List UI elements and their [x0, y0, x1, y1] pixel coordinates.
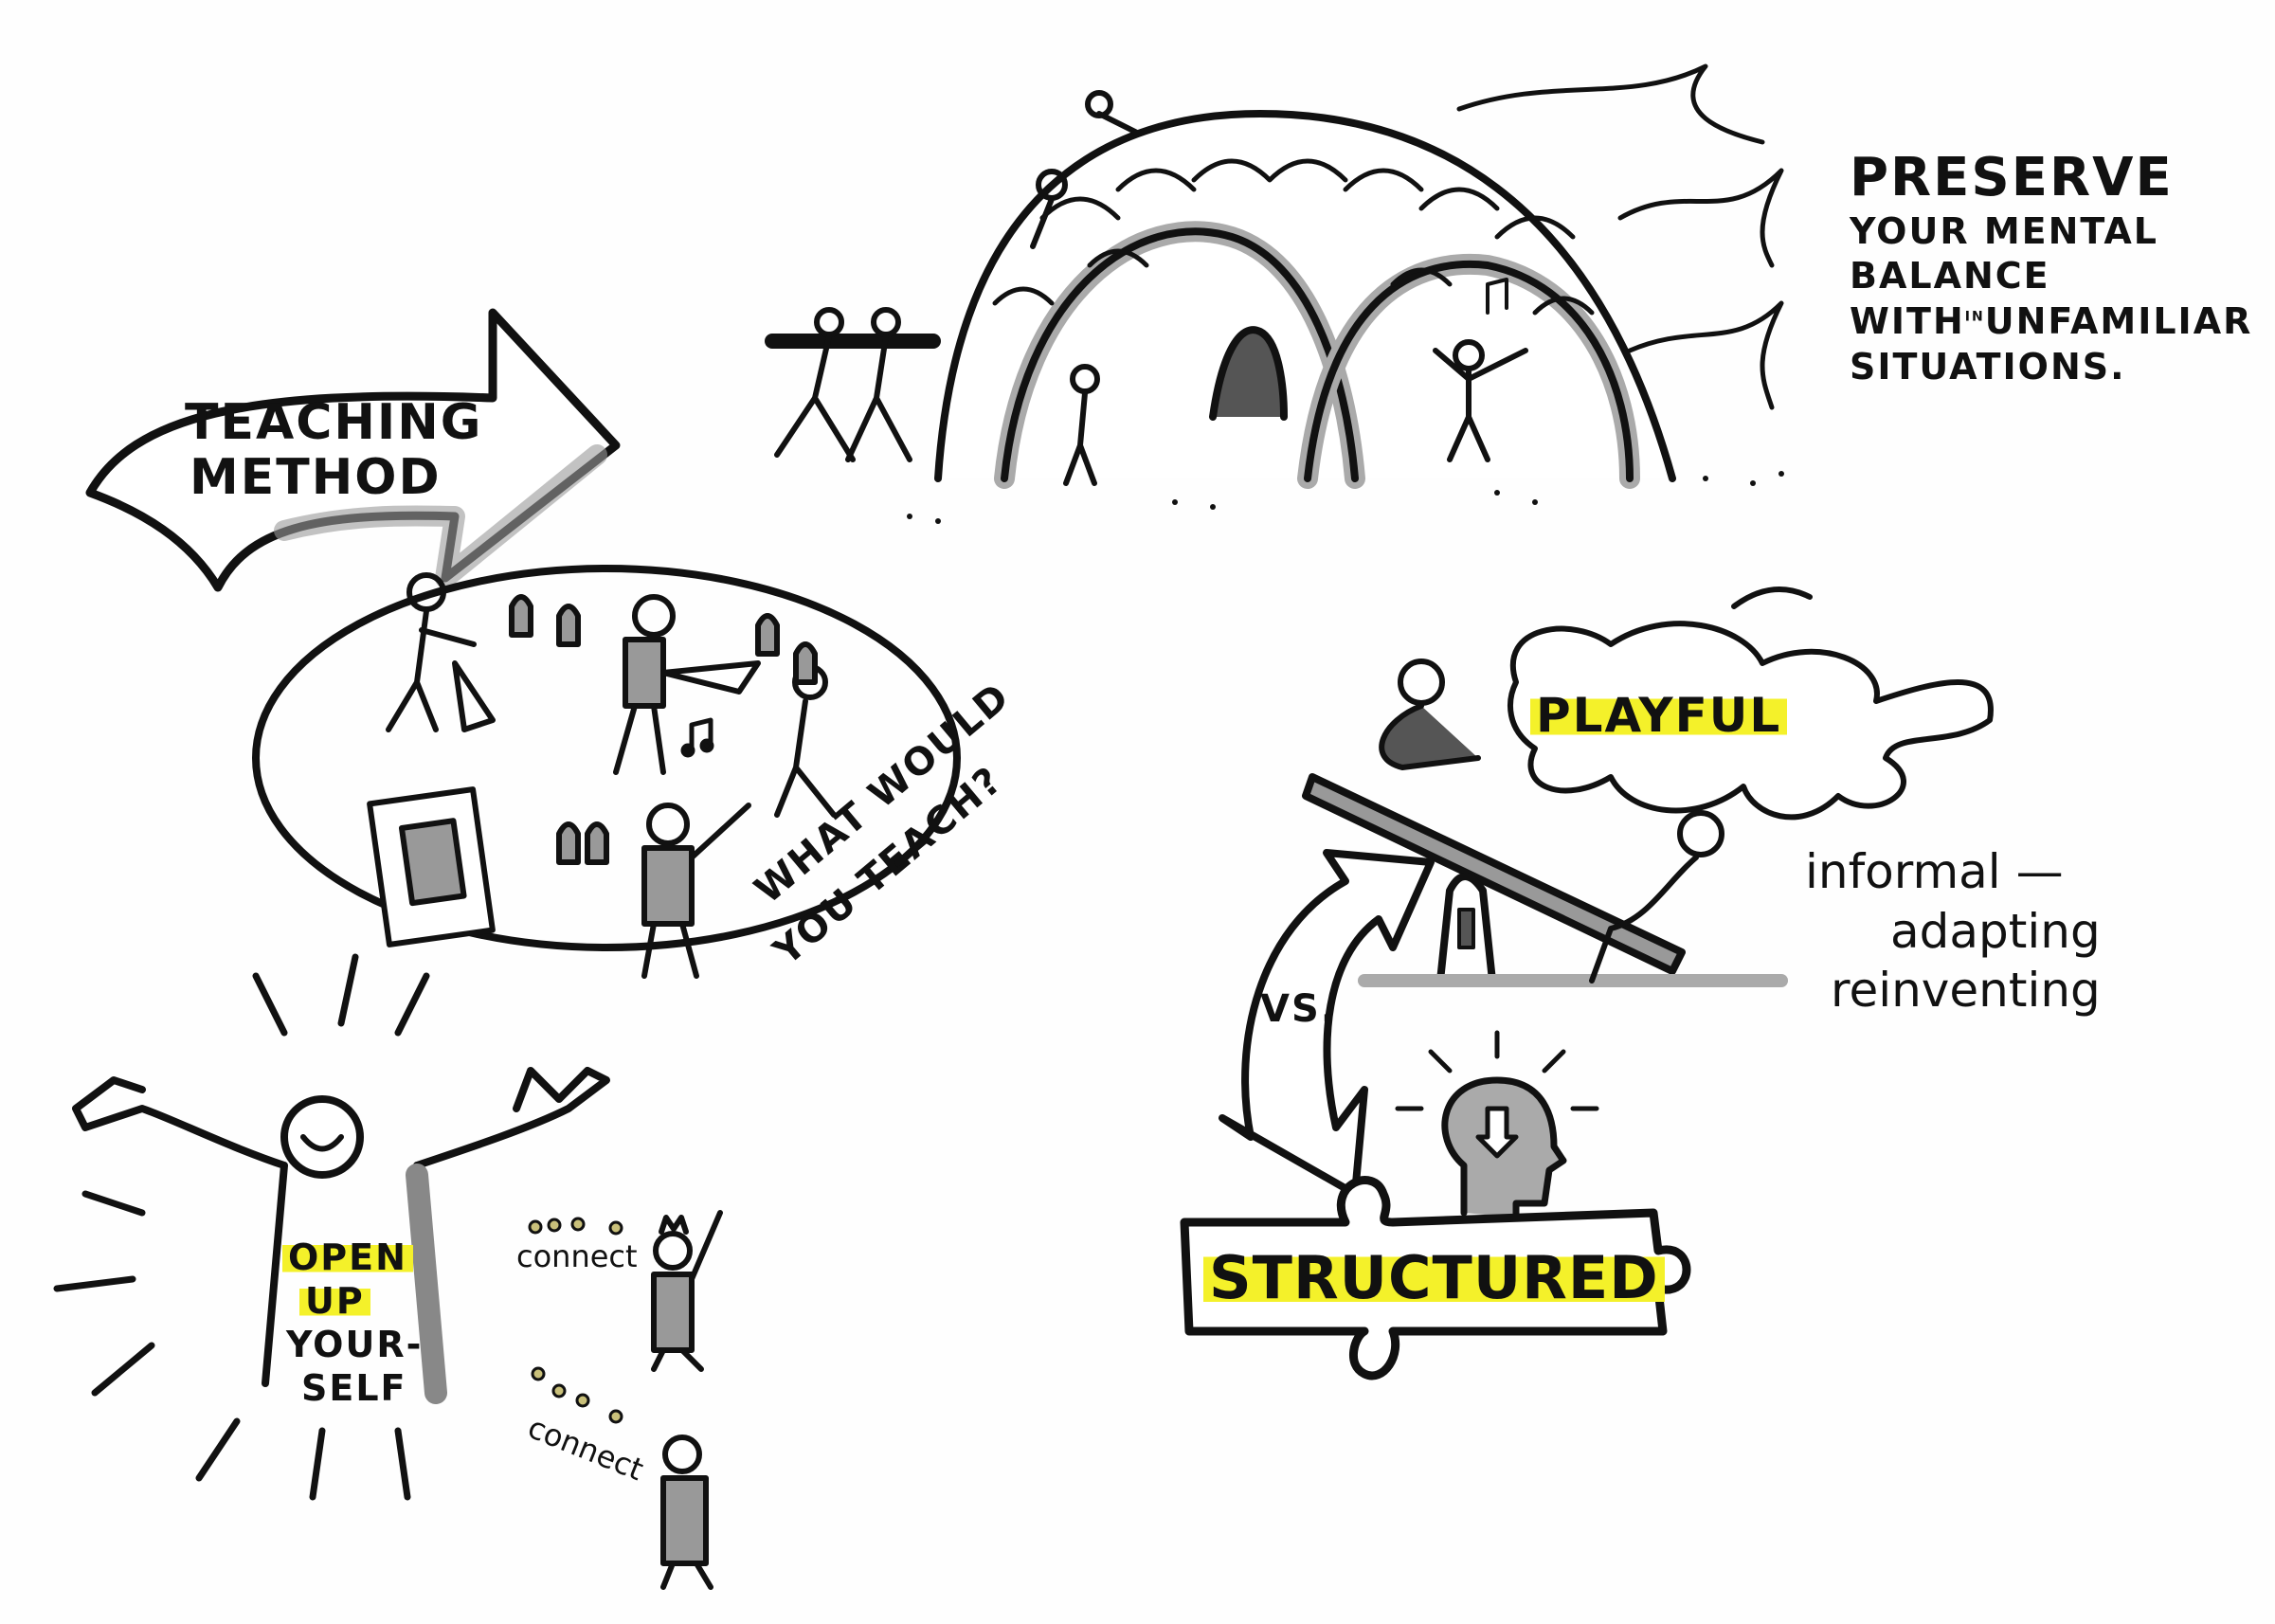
informal-line2: adapting	[1890, 904, 2101, 959]
open-up-person	[53, 953, 610, 1501]
open-up-line1: OPEN	[282, 1236, 413, 1278]
preserve-line3: BALANCE	[1850, 255, 2050, 297]
teaching-scene-ellipse	[252, 565, 961, 951]
teaching-line2: METHOD	[190, 449, 442, 506]
structured-highlight: STRUCTURED	[1203, 1243, 1665, 1312]
cloud-splash	[1731, 586, 1813, 609]
preserve-unfamiliar: UNFAMILIAR	[1984, 300, 2253, 342]
connect-label-1: connect	[516, 1238, 638, 1274]
preserve-line2: YOUR MENTAL	[1850, 210, 2158, 252]
ground-dots	[907, 471, 1784, 524]
teaching-line1: TEACHING	[185, 394, 483, 451]
wind-swirls	[1456, 63, 1784, 410]
versus-label: VS.	[1260, 987, 1337, 1031]
informal-line1: informal —	[1805, 844, 2064, 899]
preserve-with: WITH	[1850, 300, 1965, 342]
versus-arrow	[1219, 849, 1435, 1198]
teaching-figures	[367, 572, 837, 979]
open-up-line2: UP	[299, 1280, 370, 1322]
up-highlight: UP	[299, 1280, 370, 1322]
open-highlight: OPEN	[282, 1236, 413, 1278]
head-lightbulb-icon	[1395, 1030, 1599, 1221]
open-up-line4: SELF	[301, 1367, 407, 1409]
preserve-in: IN	[1964, 309, 1985, 325]
preserve-line5: SITUATIONS.	[1850, 346, 2126, 388]
connect-people	[528, 1210, 723, 1590]
preserve-line1: PRESERVE	[1850, 147, 2174, 208]
playful-highlight: PLAYFUL	[1530, 688, 1788, 743]
open-up-line3: YOUR-	[286, 1324, 424, 1365]
preserve-line4: WITHINUNFAMILIAR	[1850, 303, 2252, 339]
music-note-icon	[680, 717, 714, 758]
arch-dome	[934, 110, 1676, 489]
teaching-arrow	[85, 308, 621, 592]
arch-figures	[765, 90, 1528, 486]
seesaw	[1302, 659, 1788, 987]
playful-label: PLAYFUL	[1530, 688, 1788, 743]
structured-label: STRUCTURED	[1203, 1243, 1665, 1312]
informal-line3: reinventing	[1831, 963, 2101, 1018]
